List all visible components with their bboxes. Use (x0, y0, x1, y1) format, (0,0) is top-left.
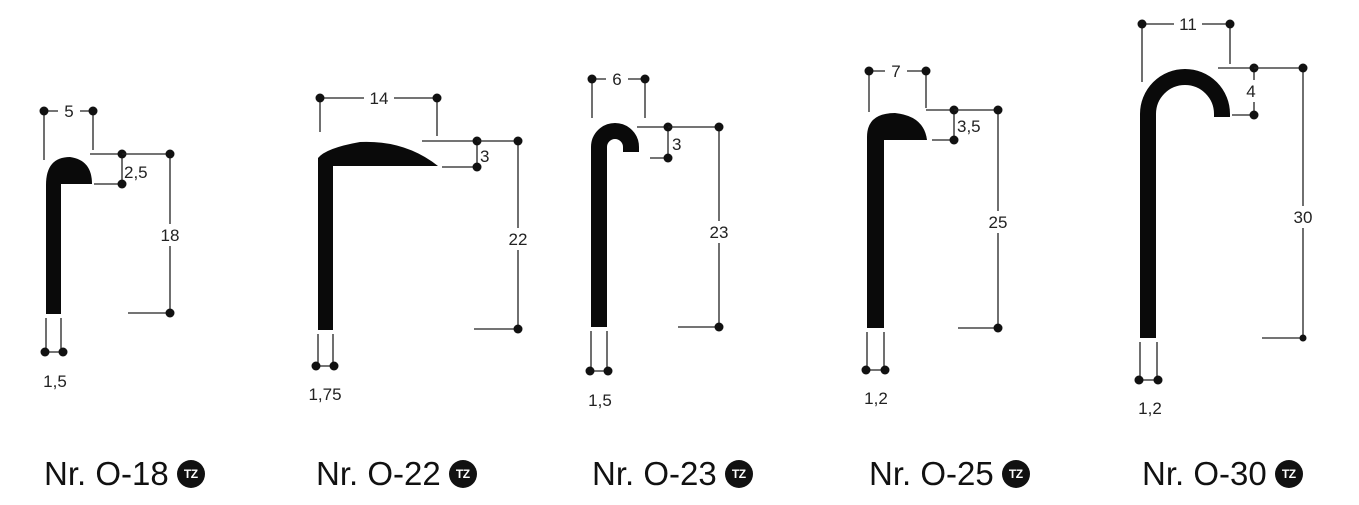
profile-o23-lip-value: 3 (672, 135, 681, 154)
profile-o23-thickness-value: 1,5 (588, 391, 612, 410)
profile-o25-thickness-dimension: 1,2 (861, 332, 890, 408)
profile-o25: 7 3,5 25 1,2 (861, 60, 1012, 408)
profile-o25-lip-value: 3,5 (957, 117, 981, 136)
profile-o22-height-dimension: 22 (474, 136, 532, 334)
profile-o18-height-value: 18 (161, 226, 180, 245)
profile-o22-width-value: 14 (370, 89, 389, 108)
profile-o25-width-dimension: 7 (864, 60, 931, 112)
product-label-o22: Nr. O-22 TZ (316, 452, 477, 496)
profile-o25-height-value: 25 (989, 213, 1008, 232)
profile-o18-width-value: 5 (64, 102, 73, 121)
tz-badge-icon: TZ (1274, 460, 1303, 488)
profile-o22: 14 3 22 1,75 (308, 87, 532, 404)
profile-o18-shape (46, 157, 92, 314)
profile-o18-height-dimension: 18 (122, 149, 184, 318)
tz-badge-icon: TZ (448, 460, 477, 488)
profile-o18-thickness-dimension: 1,5 (40, 318, 68, 391)
profile-o18-width-dimension: 5 (39, 100, 98, 160)
profile-o23-height-dimension: 23 (668, 122, 733, 332)
product-label-o18: Nr. O-18 TZ (44, 452, 205, 496)
profile-o23-thickness-dimension: 1,5 (585, 331, 613, 410)
profile-o30-thickness-dimension: 1,2 (1134, 342, 1163, 418)
profile-o25-lip-dimension: 3,5 (926, 105, 981, 145)
profile-o30-width-dimension: 11 (1137, 13, 1235, 82)
product-label-o23: Nr. O-23 TZ (592, 452, 753, 496)
profile-o18: 5 2,5 18 1,5 (39, 100, 184, 391)
profile-o18-lip-value: 2,5 (124, 163, 148, 182)
product-label-o30: Nr. O-30 TZ (1142, 452, 1303, 496)
profile-o30: 11 4 30 1,2 (1134, 13, 1317, 418)
profile-o22-thickness-dimension: 1,75 (308, 334, 342, 404)
tz-badge-icon: TZ (1001, 460, 1030, 488)
product-number-o25: Nr. O-25 (869, 455, 994, 492)
product-number-o23: Nr. O-23 (592, 455, 717, 492)
profile-o30-thickness-value: 1,2 (1138, 399, 1162, 418)
profile-o25-thickness-value: 1,2 (864, 389, 888, 408)
profile-o22-width-dimension: 14 (315, 87, 442, 136)
profile-o30-height-value: 30 (1294, 208, 1313, 227)
tz-badge-icon: TZ (724, 460, 753, 488)
profile-o23-height-value: 23 (710, 223, 729, 242)
profile-o18-lip-dimension: 2,5 (90, 149, 148, 189)
profile-o22-shape (318, 141, 438, 330)
profile-o22-thickness-value: 1,75 (308, 385, 341, 404)
profile-o30-lip-value: 4 (1246, 82, 1255, 101)
tz-badge-icon: TZ (176, 460, 205, 488)
profile-o23-lip-dimension: 3 (637, 122, 681, 163)
profile-o30-height-dimension: 30 (1254, 63, 1317, 342)
profile-o30-width-value: 11 (1179, 15, 1197, 34)
profile-o22-lip-dimension: 3 (422, 136, 489, 172)
profile-o30-shape (1140, 69, 1230, 338)
profile-o25-shape (867, 113, 927, 328)
profile-o23-width-value: 6 (612, 70, 621, 89)
profile-o23-width-dimension: 6 (587, 68, 650, 118)
product-label-o25: Nr. O-25 TZ (869, 452, 1030, 496)
profile-o30-lip-dimension: 4 (1218, 63, 1262, 120)
profile-o25-height-dimension: 25 (954, 105, 1012, 333)
profile-o23: 6 3 23 1,5 (585, 68, 733, 410)
product-number-o30: Nr. O-30 (1142, 455, 1267, 492)
product-number-o22: Nr. O-22 (316, 455, 441, 492)
profile-o22-lip-value: 3 (480, 147, 489, 166)
profile-o22-height-value: 22 (509, 230, 528, 249)
product-number-o18: Nr. O-18 (44, 455, 169, 492)
profile-o25-width-value: 7 (891, 62, 900, 81)
profile-o18-thickness-value: 1,5 (43, 372, 67, 391)
profile-o23-shape (591, 123, 639, 327)
